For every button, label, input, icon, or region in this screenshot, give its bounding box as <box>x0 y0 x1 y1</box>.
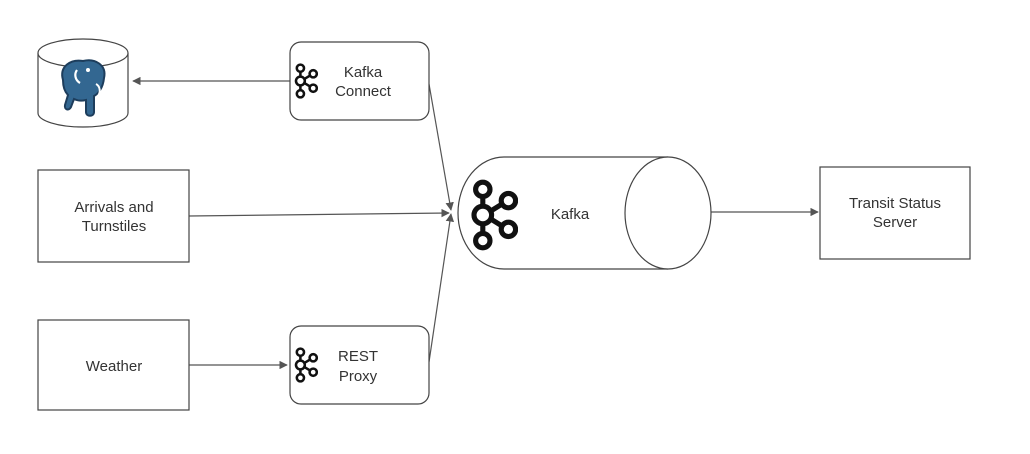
postgresql-elephant-icon <box>61 59 106 117</box>
weather-label: Weather <box>86 358 142 375</box>
arrivals-node: Arrivals and Turnstiles <box>37 169 190 263</box>
edges <box>132 76 819 370</box>
edge-arrivals-to-kafka <box>188 208 450 218</box>
kafka-connect-label-line2: Connect <box>335 83 392 100</box>
arrivals-label-line1: Arrivals and <box>74 199 153 216</box>
kafka-connect-label-line1: Kafka <box>344 64 383 81</box>
kafka-node: Kafka <box>457 156 712 270</box>
arrivals-label-line2: Turnstiles <box>82 218 146 235</box>
transit-server-node: Transit Status Server <box>819 166 971 260</box>
transit-server-label-line1: Transit Status <box>849 195 941 212</box>
edge-restproxy-to-kafka <box>428 213 455 363</box>
weather-node: Weather <box>37 319 190 411</box>
weather-box <box>37 319 190 411</box>
transit-server-label-line2: Server <box>873 214 917 231</box>
edge-connect-to-kafka <box>428 83 454 211</box>
kafka-connect-box <box>289 41 430 121</box>
rest-proxy-label-line2: Proxy <box>339 368 378 385</box>
rest-proxy-box <box>289 325 430 405</box>
kafka-label: Kafka <box>551 206 590 223</box>
kafka-cylinder-body <box>457 156 668 270</box>
kafka-connect-node: Kafka Connect <box>289 41 430 121</box>
kafka-cylinder-end <box>624 156 712 270</box>
rest-proxy-node: REST Proxy <box>289 325 430 405</box>
transit-server-box <box>819 166 971 260</box>
arrivals-box <box>37 169 190 263</box>
rest-proxy-label-line1: REST <box>338 348 378 365</box>
postgres-node <box>37 38 129 128</box>
